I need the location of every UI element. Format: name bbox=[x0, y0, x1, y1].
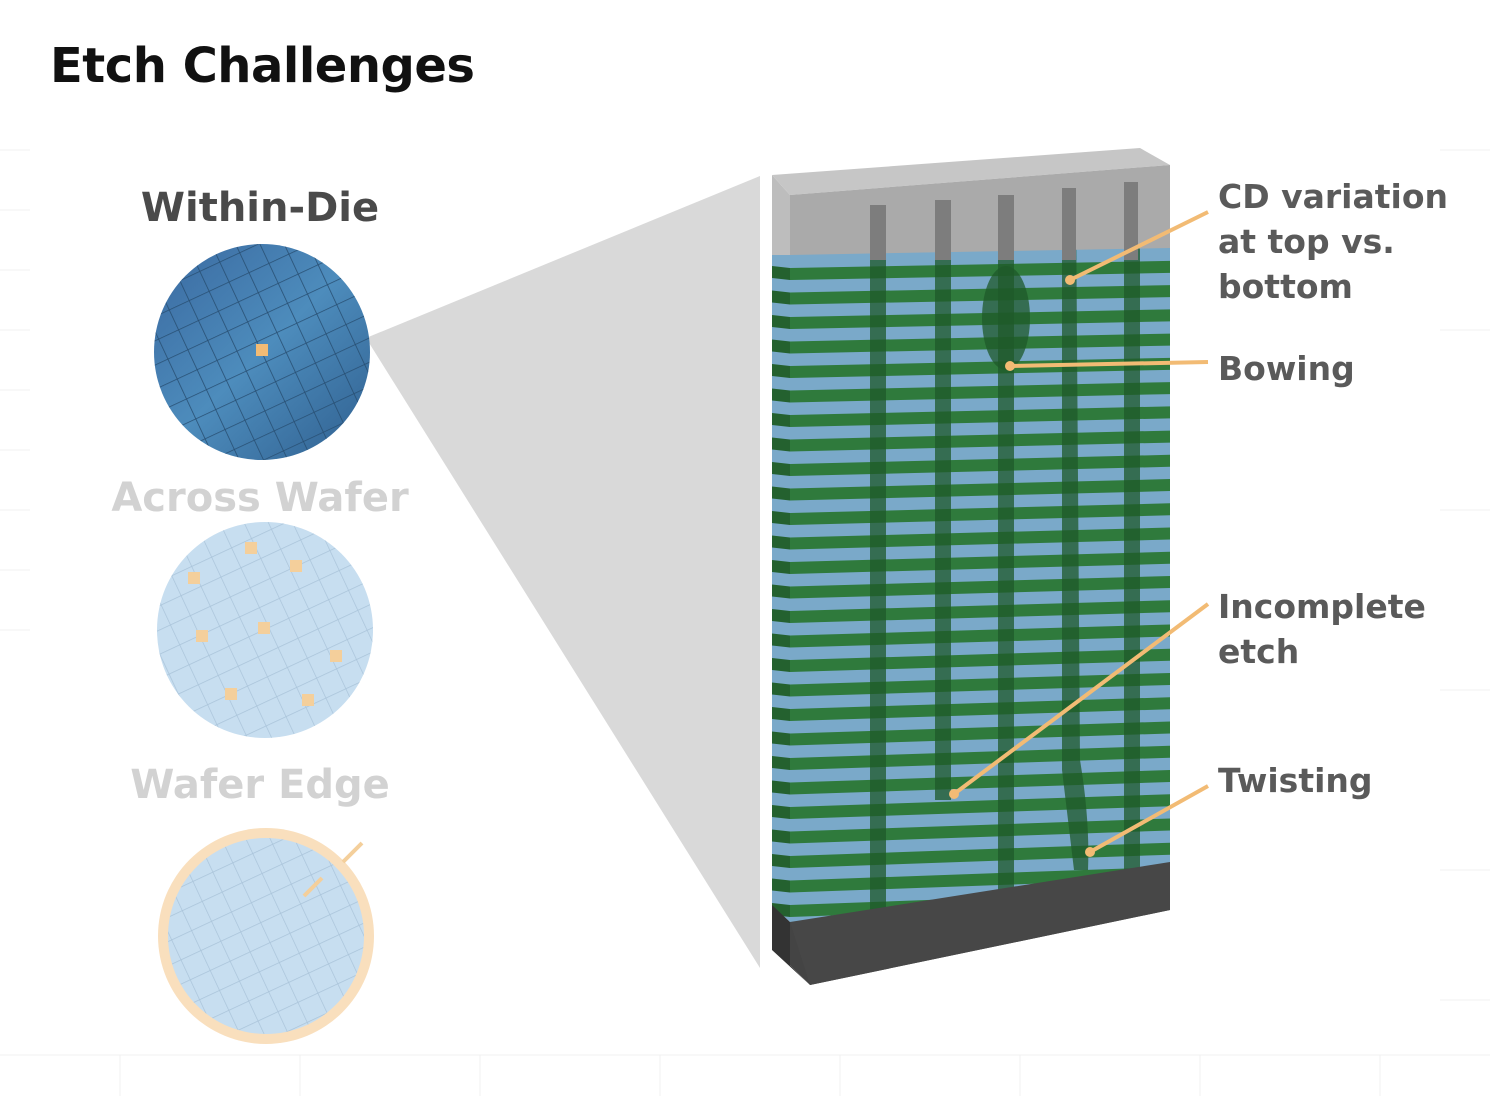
stack-layer-side bbox=[772, 339, 790, 354]
stack-layer-side bbox=[772, 878, 790, 893]
stack-layer-side bbox=[772, 854, 790, 868]
stack-layer-side bbox=[772, 682, 790, 697]
stack-layer-side bbox=[772, 486, 790, 501]
bowing-leader bbox=[1009, 360, 1209, 368]
stack-layer-side bbox=[772, 829, 790, 844]
stack-layer-side bbox=[772, 535, 790, 550]
stack-layer-side bbox=[772, 658, 790, 672]
stack-layer-side bbox=[772, 731, 790, 746]
callout-cd-variation: CD variation at top vs. bottom bbox=[1218, 177, 1448, 306]
stack-layer-side bbox=[772, 756, 790, 770]
die-marker bbox=[256, 344, 268, 356]
stack-cross-section bbox=[772, 148, 1170, 985]
twisting-leader bbox=[1089, 784, 1209, 854]
callout-dots bbox=[949, 275, 1095, 857]
callout-incomplete-etch: Incomplete etch bbox=[1218, 587, 1426, 671]
incomplete-etch-leader bbox=[952, 602, 1210, 796]
wafer-edge-wafer bbox=[158, 828, 374, 1044]
base-side bbox=[772, 905, 810, 985]
stack-layer-side bbox=[772, 609, 790, 623]
stack-layer-side bbox=[772, 633, 790, 648]
page-title: Etch Challenges bbox=[50, 38, 475, 94]
stack-layer-side bbox=[772, 290, 790, 305]
across-wafer-wafer bbox=[157, 522, 373, 738]
stack-layer-side bbox=[772, 413, 790, 427]
hole-openings bbox=[870, 182, 1138, 260]
stack-layer-side bbox=[772, 266, 790, 280]
callout-bowing: Bowing bbox=[1218, 349, 1355, 388]
stack-layer-side bbox=[772, 780, 790, 795]
section-label-wafer-edge: Wafer Edge bbox=[130, 762, 390, 808]
cap-side bbox=[772, 175, 790, 255]
stack-layer-side bbox=[772, 584, 790, 599]
bowing-bulge bbox=[982, 266, 1030, 370]
stack-layer-side bbox=[772, 437, 790, 452]
die-markers bbox=[188, 542, 342, 706]
stack-layer-side bbox=[772, 364, 790, 378]
section-label-across-wafer: Across Wafer bbox=[111, 475, 409, 521]
callout-leaders bbox=[952, 210, 1210, 854]
callout-twisting: Twisting bbox=[1218, 761, 1373, 800]
stack-layer-side bbox=[772, 707, 790, 721]
cd-variation-leader bbox=[1069, 210, 1209, 282]
within-die-wafer bbox=[154, 244, 370, 460]
section-label-within-die: Within-Die bbox=[140, 185, 380, 231]
stack-layer-side bbox=[772, 805, 790, 819]
zoom-wedge bbox=[366, 176, 760, 968]
stack-layer-side bbox=[772, 462, 790, 476]
stack-layer-side bbox=[772, 315, 790, 329]
cap-top bbox=[772, 148, 1170, 195]
stack-layer-side bbox=[772, 388, 790, 403]
stack-layer-side bbox=[772, 511, 790, 525]
background-grid bbox=[0, 149, 1490, 1096]
stack-layer-side bbox=[772, 560, 790, 574]
